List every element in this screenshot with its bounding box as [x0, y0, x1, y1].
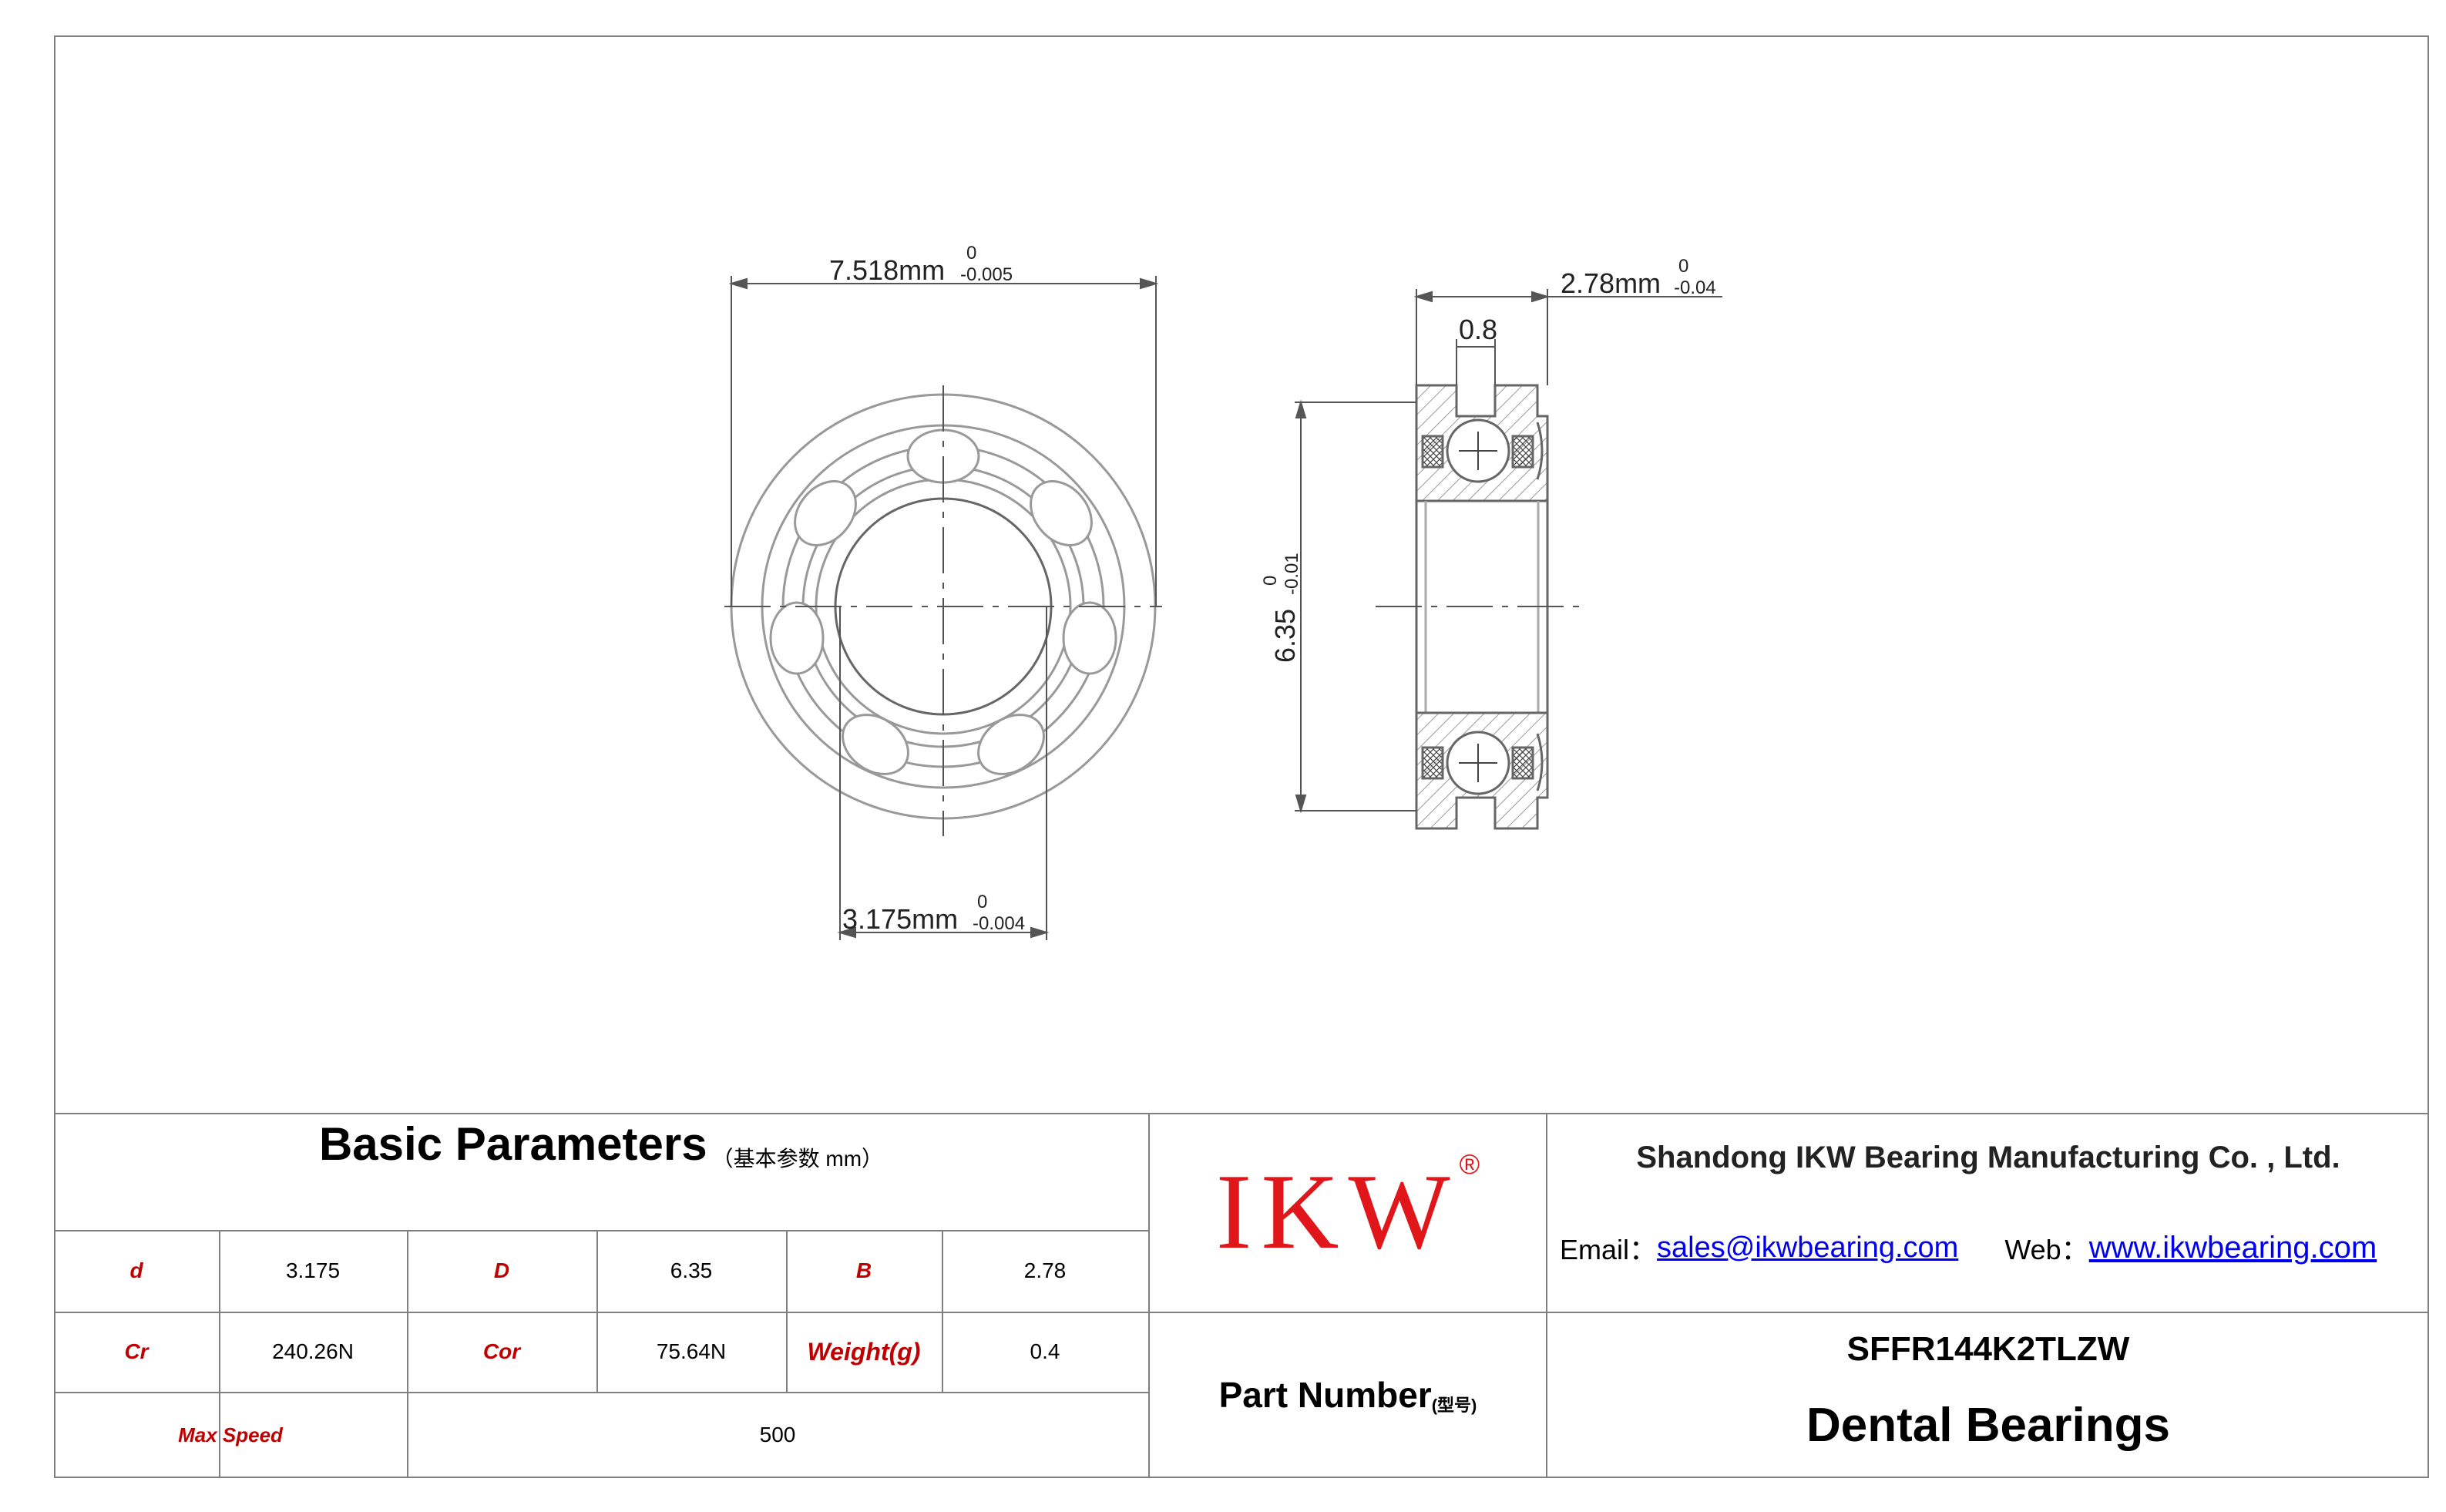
- dimension-width: [1413, 289, 1722, 385]
- param-value-weight: 0.4: [1030, 1339, 1060, 1363]
- param-value-cr: 240.26N: [272, 1339, 354, 1363]
- part-number-cell: SFFR144K2TLZW: [1547, 1315, 2429, 1384]
- section-view: [1376, 384, 1588, 830]
- title-block: Basic Parameters （基本参数 mm） d 3.175 D 6.3…: [54, 1113, 2429, 1478]
- outer-diameter-tol-upper: 0: [966, 243, 976, 264]
- param-value-B: 2.78: [1023, 1258, 1067, 1282]
- param-label-weight: Weight(g): [807, 1337, 921, 1366]
- outer-diameter-value: 7.518mm: [829, 254, 945, 286]
- basic-parameters-note: （基本参数 mm）: [711, 1147, 884, 1171]
- param-label-D: D: [493, 1258, 510, 1282]
- part-number-label-cell: Part Number (型号): [1150, 1312, 1546, 1478]
- company-name-cell: Shandong IKW Bearing Manufacturing Co. ,…: [1547, 1127, 2429, 1188]
- param-value-cor: 75.64N: [656, 1339, 727, 1363]
- flange-width-value: 0.8: [1459, 314, 1497, 345]
- dimension-inner-diameter: [837, 606, 1050, 940]
- param-label-cor: Cor: [482, 1339, 521, 1363]
- flange-diameter-tol-upper: 0: [1260, 576, 1281, 586]
- part-number-label-note: (型号): [1431, 1396, 1477, 1415]
- param-value-d: 3.175: [285, 1258, 341, 1282]
- param-label-B: B: [855, 1258, 872, 1282]
- ikw-logo: IKW ®: [1150, 1113, 1546, 1312]
- front-view: [724, 385, 1162, 836]
- registered-mark: ®: [1459, 1148, 1480, 1180]
- param-label-d: d: [129, 1258, 143, 1282]
- part-number-label: Part Number: [1218, 1375, 1432, 1415]
- basic-parameters-title: Basic Parameters: [318, 1118, 707, 1170]
- basic-parameters-header: Basic Parameters （基本参数 mm）: [54, 1113, 1148, 1230]
- dimension-flange-width: [1456, 339, 1496, 385]
- inner-diameter-tol-lower: -0.004: [973, 913, 1025, 934]
- ikw-logo-text: IKW: [1215, 1152, 1460, 1272]
- part-name-cell: Dental Bearings: [1547, 1383, 2429, 1467]
- company-name: Shandong IKW Bearing Manufacturing Co. ,…: [1636, 1140, 2340, 1174]
- email-label: Email：: [1560, 1234, 1658, 1265]
- param-value-max-speed: 500: [759, 1423, 796, 1446]
- contact-row: Email： sales@ikwbearing.com Web： www.ikw…: [1547, 1213, 2429, 1282]
- web-label: Web：: [2004, 1234, 2089, 1265]
- dimension-outer-diameter: [728, 276, 1159, 606]
- dimension-flange-diameter: [1295, 399, 1416, 814]
- part-name: Dental Bearings: [1806, 1398, 2171, 1452]
- flange-diameter-tol-lower: -0.01: [1282, 553, 1302, 595]
- param-label-max-speed: Max Speed: [178, 1423, 283, 1446]
- email-link[interactable]: sales@ikwbearing.com: [1657, 1231, 1959, 1264]
- drawing-frame: [54, 35, 2429, 1478]
- web-link[interactable]: www.ikwbearing.com: [2088, 1230, 2377, 1265]
- param-value-D: 6.35: [670, 1258, 713, 1282]
- width-tol-upper: 0: [1678, 256, 1688, 277]
- inner-diameter-value: 3.175mm: [842, 903, 958, 935]
- outer-diameter-tol-lower: -0.005: [960, 264, 1013, 285]
- technical-drawing: 7.518mm 0 -0.005 3.175mm 0 -0.004 2.78mm…: [724, 243, 1722, 940]
- width-value: 2.78mm: [1561, 267, 1661, 299]
- rolling-balls: [769, 428, 1117, 775]
- part-number-value: SFFR144K2TLZW: [1846, 1330, 2130, 1368]
- flange-diameter-value: 6.35: [1269, 609, 1301, 663]
- width-tol-lower: -0.04: [1674, 277, 1716, 298]
- param-label-cr: Cr: [124, 1339, 149, 1363]
- inner-diameter-tol-upper: 0: [977, 892, 987, 912]
